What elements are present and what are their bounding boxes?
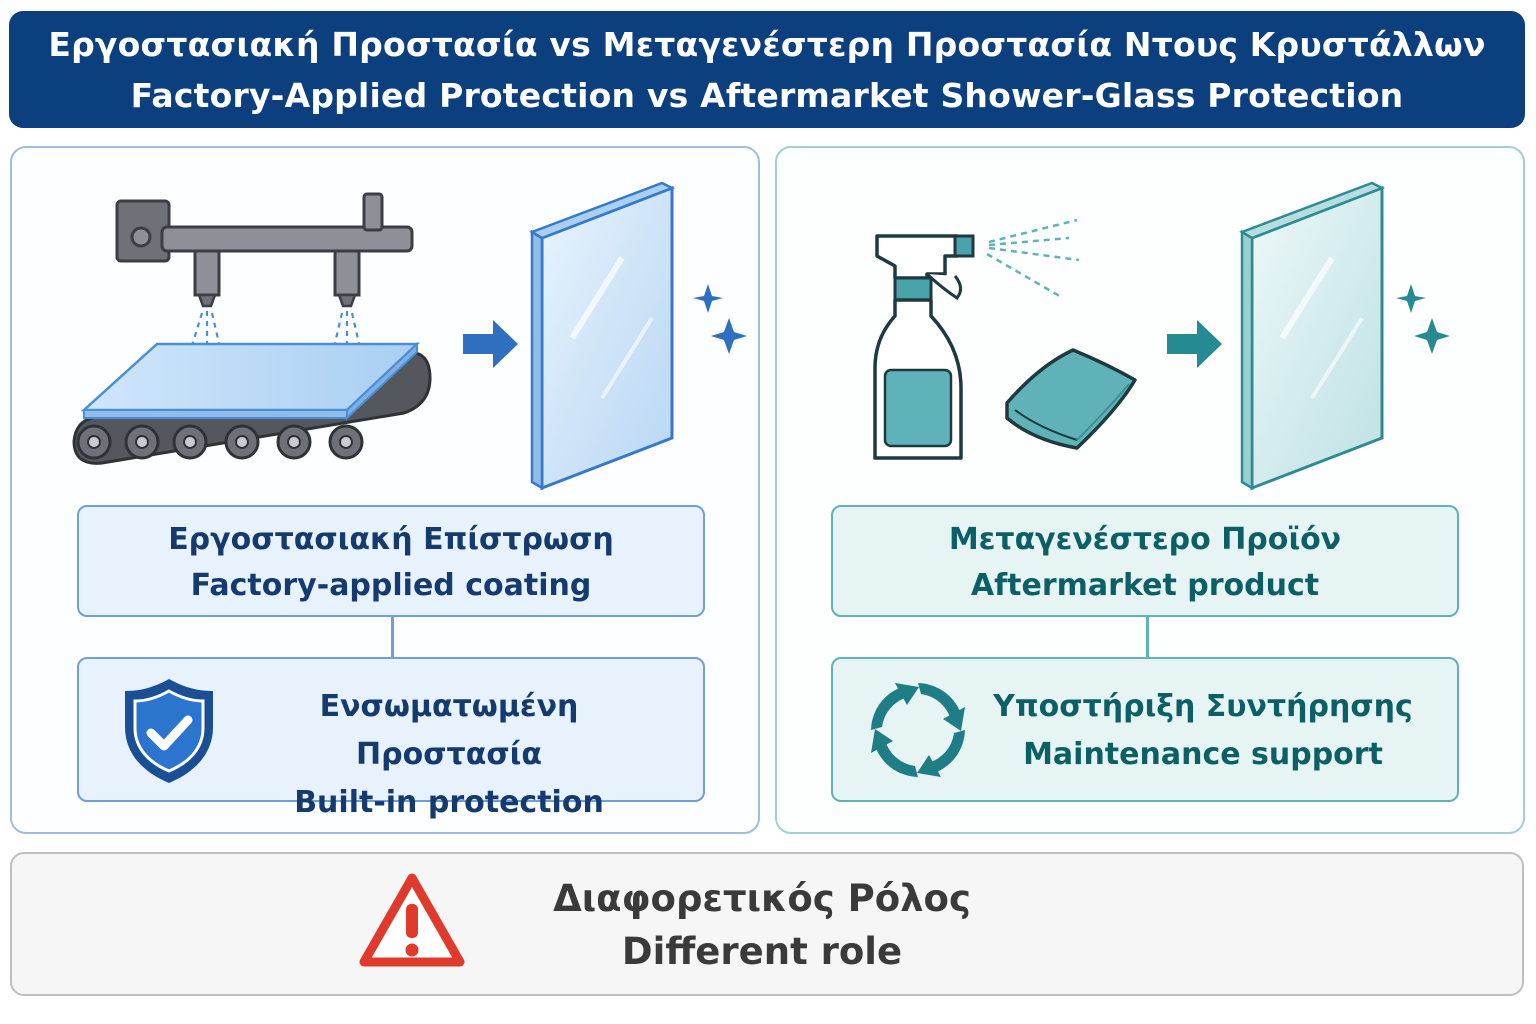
aftermarket-label-box: Μεταγενέστερο Προϊόν Aftermarket product — [831, 505, 1459, 617]
aftermarket-label-english: Aftermarket product — [970, 568, 1320, 603]
shield-check-icon — [125, 679, 213, 783]
footer-text: Διαφορετικός Ρόλος Different role — [452, 872, 1072, 978]
aftermarket-connector — [1146, 617, 1149, 657]
footer-text-greek: Διαφορετικός Ρόλος — [553, 877, 971, 920]
aftermarket-panel: Μεταγενέστερο Προϊόν Aftermarket product… — [775, 146, 1525, 834]
factory-feature-box: Ενσωματωμένη Προστασία Built-in protecti… — [77, 657, 705, 820]
conveyor-coating-machine-icon — [72, 192, 432, 465]
aftermarket-label-greek: Μεταγενέστερο Προϊόν — [948, 522, 1342, 557]
footer-box: Διαφορετικός Ρόλος Different role — [10, 852, 1524, 996]
factory-illustration — [72, 181, 747, 491]
sparkle-icon — [693, 284, 747, 354]
cleaning-cloth-icon — [1005, 348, 1137, 450]
factory-feature-text: Ενσωματωμένη Προστασία Built-in protecti… — [229, 683, 669, 827]
factory-feature-english: Built-in protection — [294, 785, 604, 820]
factory-label-box: Εργοστασιακή Επίστρωση Factory-applied c… — [77, 505, 705, 617]
factory-label-greek: Εργοστασιακή Επίστρωση — [168, 522, 614, 557]
spray-bottle-icon — [873, 218, 1080, 460]
glass-panel-icon — [529, 181, 676, 491]
title-banner: Εργοστασιακή Προστασία vs Μεταγενέστερη … — [9, 11, 1525, 128]
aftermarket-feature-box: Υποστήριξη Συντήρησης Maintenance suppor… — [831, 657, 1459, 802]
factory-panel: Εργοστασιακή Επίστρωση Factory-applied c… — [10, 146, 760, 834]
aftermarket-feature-greek: Υποστήριξη Συντήρησης — [993, 689, 1413, 724]
aftermarket-feature-english: Maintenance support — [1023, 737, 1383, 772]
arrow-right-icon — [1167, 320, 1222, 368]
factory-label-english: Factory-applied coating — [190, 568, 592, 603]
aftermarket-feature-text: Υποστήριξη Συντήρησης Maintenance suppor… — [983, 683, 1423, 779]
factory-feature-greek: Ενσωματωμένη Προστασία — [319, 689, 579, 772]
sparkle-icon — [1396, 284, 1450, 354]
aftermarket-illustration — [873, 181, 1450, 491]
factory-connector — [391, 617, 394, 657]
title-greek: Εργοστασιακή Προστασία vs Μεταγενέστερη … — [48, 25, 1486, 64]
refresh-cycle-icon — [871, 683, 965, 777]
arrow-right-icon — [463, 320, 518, 368]
warning-icon — [359, 873, 465, 967]
glass-panel-icon — [1239, 181, 1386, 491]
footer-text-english: Different role — [621, 930, 903, 973]
title-english: Factory-Applied Protection vs Aftermarke… — [130, 76, 1404, 115]
